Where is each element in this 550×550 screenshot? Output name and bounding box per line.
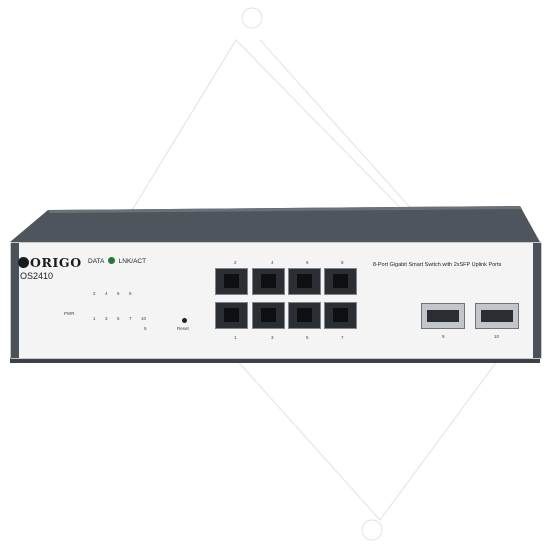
- led-number: 6: [117, 291, 120, 296]
- pwr-label: PWR: [64, 311, 75, 316]
- rj45-port-8[interactable]: [324, 268, 357, 295]
- led-number: 10: [141, 316, 147, 321]
- port-number: 7: [341, 335, 344, 340]
- rj45-port-5[interactable]: [288, 302, 321, 329]
- device-description: 8-Port Gigabit Smart Switch with 2xSFP U…: [373, 262, 502, 268]
- led-number: 7: [129, 316, 132, 321]
- port-number: 1: [234, 335, 237, 340]
- port-number: 6: [306, 260, 309, 265]
- brand-logo: ORIGO: [18, 255, 82, 270]
- rj45-port-4[interactable]: [252, 268, 285, 295]
- model-label: OS2410: [20, 271, 54, 281]
- data-label: DATA: [88, 258, 105, 265]
- led-number: 2: [93, 291, 96, 296]
- led-number: 5: [117, 316, 120, 321]
- led-number: 8: [129, 291, 132, 296]
- brand-name: ORIGO: [30, 255, 82, 270]
- port-number: 5: [306, 335, 309, 340]
- sfp-port-10[interactable]: [475, 303, 519, 329]
- led-number: 1: [93, 316, 96, 321]
- status-led-icon: [107, 257, 115, 264]
- rj45-port-7[interactable]: [324, 302, 357, 329]
- sfp-number: 9: [442, 334, 445, 339]
- lnk-act-label: LNK/ACT: [118, 258, 147, 265]
- reset-label: Reset: [177, 326, 189, 331]
- led-number: 9: [144, 326, 147, 331]
- sfp-number: 10: [494, 334, 500, 339]
- rj45-port-2[interactable]: [215, 268, 248, 295]
- port-number: 2: [234, 260, 237, 265]
- led-number: 4: [105, 291, 108, 296]
- switch-front-panel: [10, 242, 542, 359]
- rj45-port-block: [212, 265, 360, 333]
- rj45-port-6[interactable]: [288, 268, 321, 295]
- sfp-port-9[interactable]: [421, 303, 465, 329]
- port-number: 4: [271, 260, 274, 265]
- rj45-port-3[interactable]: [252, 302, 285, 329]
- led-number: 3: [105, 316, 108, 321]
- port-number: 3: [271, 335, 274, 340]
- origo-logo-icon: [18, 257, 29, 268]
- rj45-port-1[interactable]: [215, 302, 248, 329]
- port-number: 8: [341, 260, 344, 265]
- reset-button[interactable]: [182, 318, 187, 323]
- led-legend: DATA LNK/ACT: [88, 257, 146, 265]
